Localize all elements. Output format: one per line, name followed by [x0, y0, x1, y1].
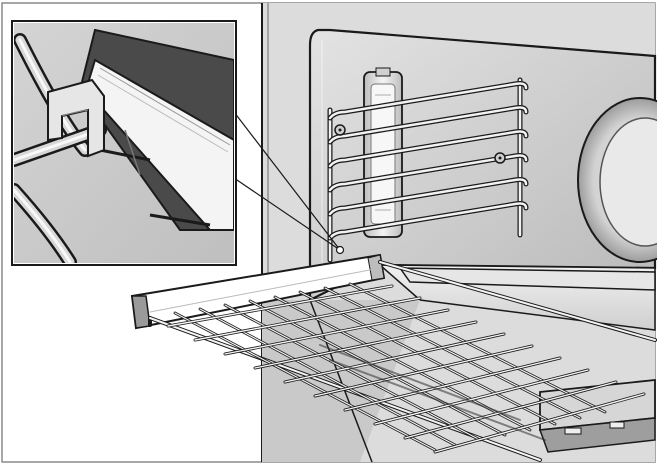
- callout-target-point: [335, 245, 345, 255]
- inset-hook-bracket: [47, 78, 105, 158]
- rail-screw-icon: [494, 152, 506, 164]
- wire-rack: [130, 253, 657, 462]
- callout-lines: [233, 111, 341, 251]
- rail-screw-icon: [334, 124, 346, 136]
- side-rail-rack: [327, 77, 529, 263]
- fan-cover: [577, 97, 657, 263]
- detail-inset: [11, 20, 237, 266]
